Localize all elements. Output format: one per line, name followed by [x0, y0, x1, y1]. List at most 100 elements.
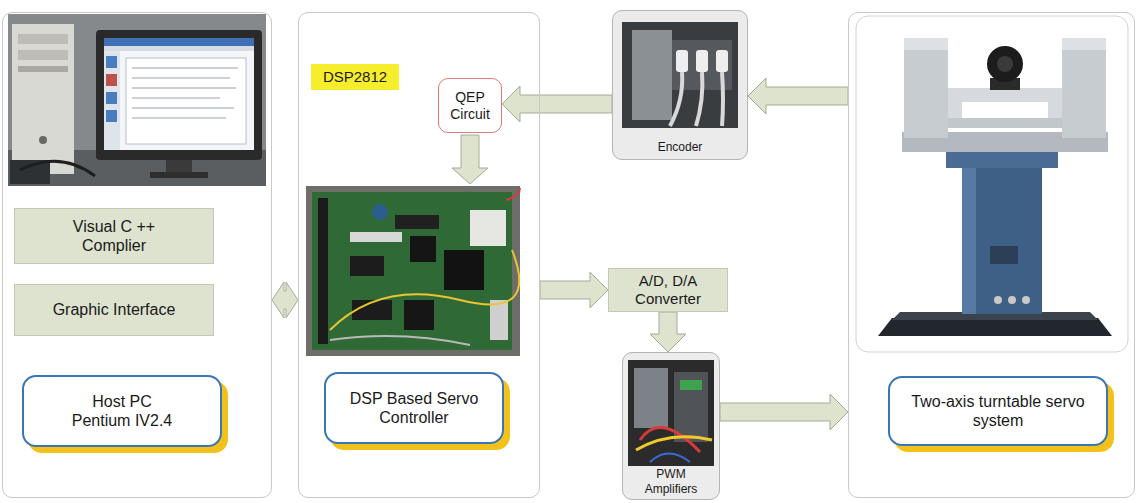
encoder-photo-part	[722, 72, 723, 126]
node-label: PWM Amplifiers	[643, 467, 699, 496]
pc-photo-part	[150, 172, 208, 178]
turntable-photo-part	[1008, 296, 1016, 304]
process-box: Graphic Interface	[14, 284, 214, 336]
pc-photo-part	[106, 56, 117, 68]
turntable-photo-part	[962, 162, 976, 314]
block-arrow	[748, 78, 848, 114]
encoder-photo-part	[696, 50, 708, 72]
amplifier-photo-part	[674, 372, 708, 442]
pc-photo-part	[106, 74, 117, 86]
block-arrow	[720, 394, 848, 430]
encoder-photo	[612, 10, 748, 160]
dsp-board-photo-part	[404, 300, 434, 330]
panel: DSP2812QEP CircuitDSP Based Servo Contro…	[298, 12, 540, 498]
turntable-photo-part	[987, 46, 1023, 82]
pc-photo-part	[166, 160, 192, 174]
block-arrow	[272, 282, 298, 318]
turntable-photo-part	[994, 296, 1002, 304]
encoder-photo-part	[622, 22, 738, 128]
node-label: Visual C ++ Complier	[45, 217, 183, 255]
dsp-board-photo-part	[506, 188, 520, 200]
turntable-photo-part	[946, 150, 1058, 168]
pc-photo-part	[126, 58, 246, 144]
pc-photo-part	[104, 46, 254, 51]
turntable-photo-part	[1022, 296, 1030, 304]
amplifier-photo-part	[628, 360, 714, 466]
dsp-board-photo-part	[372, 204, 388, 220]
encoder-photo-part	[696, 72, 702, 126]
turntable-photo-part	[997, 56, 1013, 72]
turntable-photo-part	[856, 16, 1128, 352]
block-arrow	[502, 86, 612, 122]
pc-photo-part	[18, 50, 68, 60]
pc-photo-part	[18, 34, 68, 44]
dsp-board-photo-part	[350, 232, 402, 242]
dsp-board-photo-part	[490, 300, 508, 340]
photo-panel: Encoder	[612, 10, 748, 160]
panel: Two-axis turntable servo system	[848, 12, 1135, 498]
panel: Visual C ++ ComplierGraphic InterfaceHos…	[2, 12, 272, 498]
pc-photo-part	[132, 98, 220, 99]
amplifier-photo-part	[650, 454, 690, 463]
pc-photo-part	[20, 161, 95, 176]
turntable-photo-part	[904, 38, 948, 50]
encoder-photo-part	[632, 30, 672, 120]
dsp-board-photo-part	[330, 250, 519, 330]
photo-panel: PWM Amplifiers	[622, 352, 720, 500]
amplifier-photo-part	[680, 380, 702, 390]
caption-box: DSP Based Servo Controller	[324, 372, 504, 444]
pc-photo	[8, 14, 266, 186]
pc-photo-part	[132, 78, 230, 79]
pc-photo-part	[12, 24, 74, 174]
pc-photo-part	[132, 118, 226, 119]
dsp-board-photo-part	[410, 236, 436, 262]
turntable-photo-part	[962, 162, 1042, 314]
pc-photo-part	[104, 38, 254, 46]
amplifier-photo-part	[634, 368, 668, 428]
node-label: Graphic Interface	[53, 300, 176, 319]
block-arrow	[650, 312, 686, 352]
dsp-board-photo-part	[350, 256, 384, 276]
pc-photo-part	[8, 14, 266, 186]
turntable-photo-part	[990, 246, 1018, 264]
node-label: QEP Circuit	[443, 89, 497, 123]
amplifier-photo-part	[636, 437, 712, 450]
block-arrow	[452, 135, 488, 184]
pc-photo-part	[39, 136, 47, 144]
pc-photo-part	[132, 68, 238, 69]
node-label: Two-axis turntable servo system	[898, 392, 1098, 430]
dsp-board-photo-part	[444, 250, 484, 290]
caption-box: Host PC Pentium IV2.4	[22, 375, 222, 447]
pc-photo-part	[132, 108, 234, 109]
pc-photo-part	[104, 38, 254, 150]
node-label: A/D, D/A Converter	[619, 272, 717, 308]
encoder-photo-part	[676, 50, 688, 72]
dsp-board-photo-part	[470, 210, 506, 246]
node-label: Encoder	[658, 140, 703, 154]
turntable-photo-part	[948, 118, 1062, 128]
turntable-photo-part	[948, 88, 1062, 102]
node-label: DSP Based Servo Controller	[348, 389, 480, 427]
turntable-photo	[856, 16, 1128, 352]
amplifier-photo-part	[622, 352, 720, 500]
chip-label: DSP2812	[311, 64, 399, 90]
turntable-photo-part	[1062, 38, 1106, 50]
circuit-box: QEP Circuit	[438, 78, 502, 133]
dsp-board-photo	[306, 186, 520, 356]
pc-photo-part	[132, 88, 236, 89]
turntable-photo-part	[878, 318, 1112, 336]
dsp-board-photo-part	[318, 198, 328, 344]
dsp-board-photo-part	[395, 215, 439, 229]
block-arrow	[540, 272, 608, 308]
caption-box: Two-axis turntable servo system	[888, 376, 1108, 446]
encoder-photo-part	[612, 10, 748, 160]
node-label: Host PC Pentium IV2.4	[66, 392, 178, 430]
turntable-photo-part	[1062, 38, 1106, 138]
process-box: A/D, D/A Converter	[608, 268, 728, 312]
pc-photo-part	[18, 66, 68, 72]
process-box: Visual C ++ Complier	[14, 208, 214, 264]
dsp-board-photo-part	[330, 336, 470, 345]
node-label: DSP2812	[323, 68, 387, 86]
pc-photo-part	[106, 92, 117, 104]
